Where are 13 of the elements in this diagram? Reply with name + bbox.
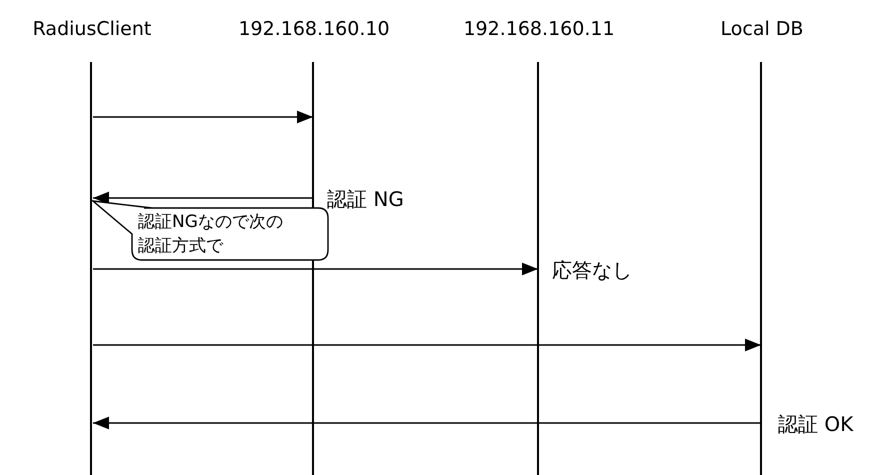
message-arrow: [93, 416, 761, 430]
edge-label: 認証 OK: [778, 411, 854, 438]
message-arrow: [93, 192, 313, 204]
participant-label: 192.168.160.11: [462, 18, 616, 40]
message-arrow: [93, 338, 761, 352]
callout-text: 認証NGなので次の認証方式で: [138, 211, 284, 258]
participant-label: 192.168.160.10: [237, 18, 391, 40]
participant-label: Local DB: [720, 18, 804, 40]
message-arrow: [93, 110, 313, 124]
edge-label: 応答なし: [552, 257, 632, 284]
message-arrow: [93, 262, 538, 276]
edge-label: 認証 NG: [327, 186, 404, 213]
participant-label: RadiusClient: [32, 18, 152, 40]
